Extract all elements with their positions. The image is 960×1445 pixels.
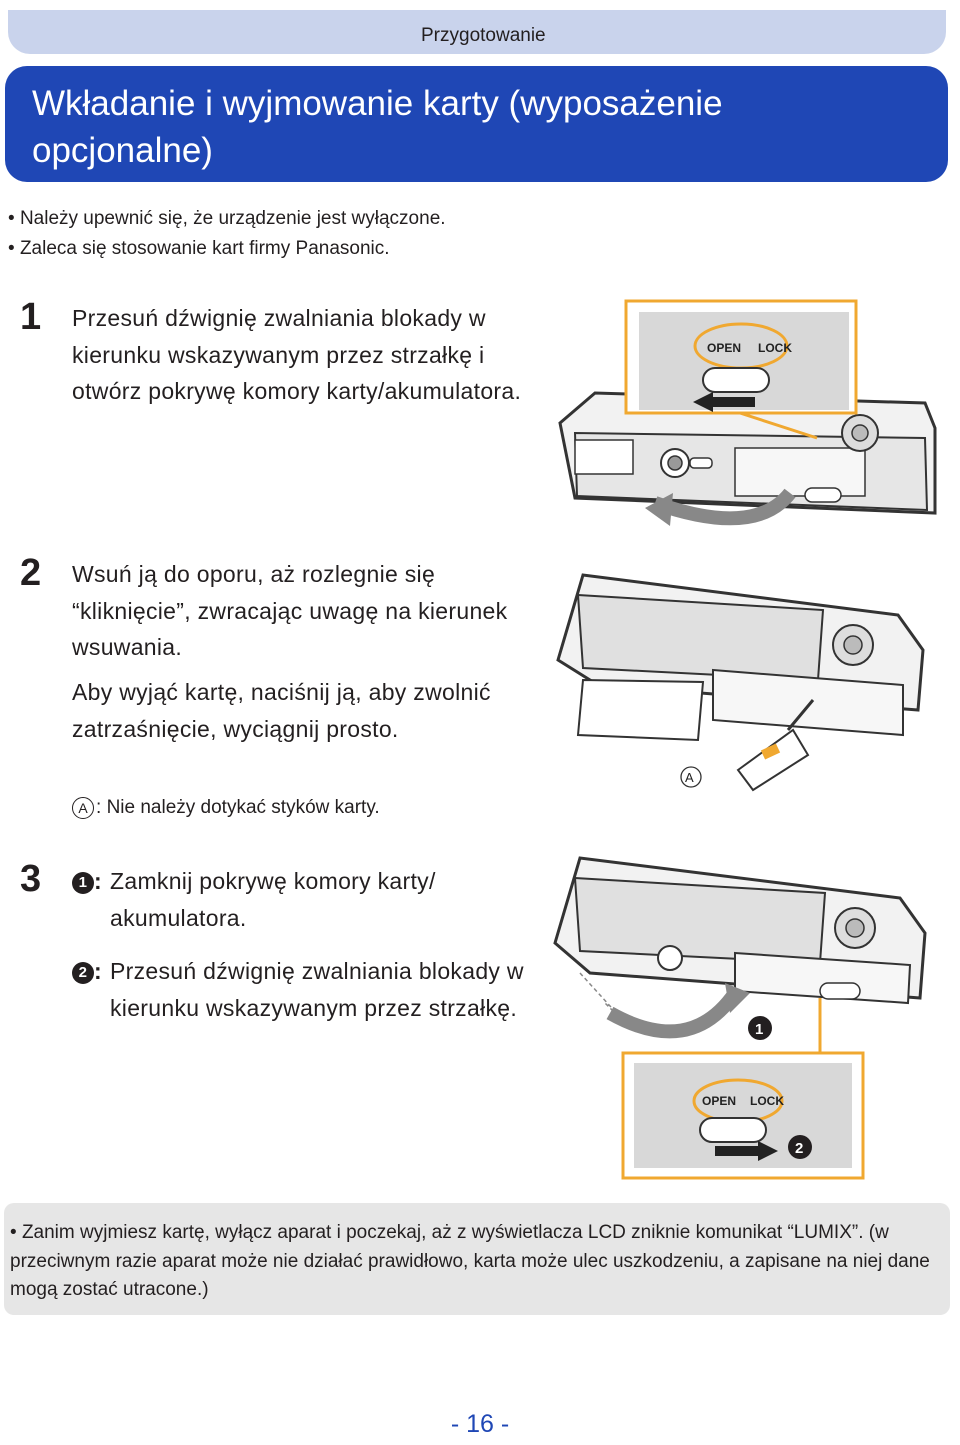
page-number: - 16 - [450, 1410, 510, 1438]
marker-a: A [72, 797, 94, 819]
marker-2-icon: 2 [72, 962, 94, 984]
label-open-2: OPEN [702, 1094, 736, 1108]
sub-step: 1: Zamknij pokrywę komory karty/ akumula… [72, 863, 435, 931]
sub-step-text: Zamknij pokrywę komory karty/ akumulator… [110, 868, 436, 931]
step-number: 3 [20, 858, 42, 900]
step-text: Przesuń dźwignię zwalniania blokady w ki… [72, 305, 522, 404]
camera-open-illustration: OPEN LOCK [558, 299, 937, 526]
marker-2-label: 2 [795, 1140, 803, 1157]
bullet-item: Należy upewnić się, że urządzenie jest w… [8, 204, 446, 234]
camera-card-illustration: A [556, 573, 925, 792]
step-text-removal: Aby wyjąć kartę, naciśnij ją, aby zwolni… [72, 679, 491, 742]
sub-step-text: Przesuń dźwignię zwalniania blokady w ki… [110, 958, 524, 1021]
warning-text: • Zanim wyjmiesz kartę, wyłącz aparat i … [10, 1222, 930, 1300]
precaution-list: Należy upewnić się, że urządzenie jest w… [8, 204, 446, 264]
contact-note: A: Nie należy dotykać styków karty. [72, 797, 380, 819]
warning-box: • Zanim wyjmiesz kartę, wyłącz aparat i … [4, 1203, 950, 1315]
camera-close-illustration: 1 OPEN LOCK 2 [553, 856, 927, 1180]
sub-step: 2: Przesuń dźwignię zwalniania blokady w… [72, 953, 524, 1021]
step-number: 2 [20, 552, 42, 594]
marker-1-label: 1 [755, 1021, 763, 1038]
label-open: OPEN [707, 341, 741, 355]
section-label: Przygotowanie [421, 25, 546, 46]
title-banner: Wkładanie i wyjmowanie karty (wyposażeni… [5, 66, 948, 182]
warning-content: Zanim wyjmiesz kartę, wyłącz aparat i po… [10, 1222, 930, 1300]
marker-a-label: A [685, 770, 694, 785]
label-lock-2: LOCK [750, 1094, 784, 1108]
page-title: Wkładanie i wyjmowanie karty (wyposażeni… [32, 84, 723, 170]
label-lock: LOCK [758, 341, 792, 355]
bullet-item: Zaleca się stosowanie kart firmy Panason… [8, 234, 446, 264]
marker-1-icon: 1 [72, 872, 94, 894]
step-number: 1 [20, 296, 42, 338]
section-header: Przygotowanie [8, 10, 946, 54]
step-text: Wsuń ją do oporu, aż rozlegnie się “klik… [72, 561, 508, 660]
note-text: Nie należy dotykać styków karty. [106, 797, 380, 818]
